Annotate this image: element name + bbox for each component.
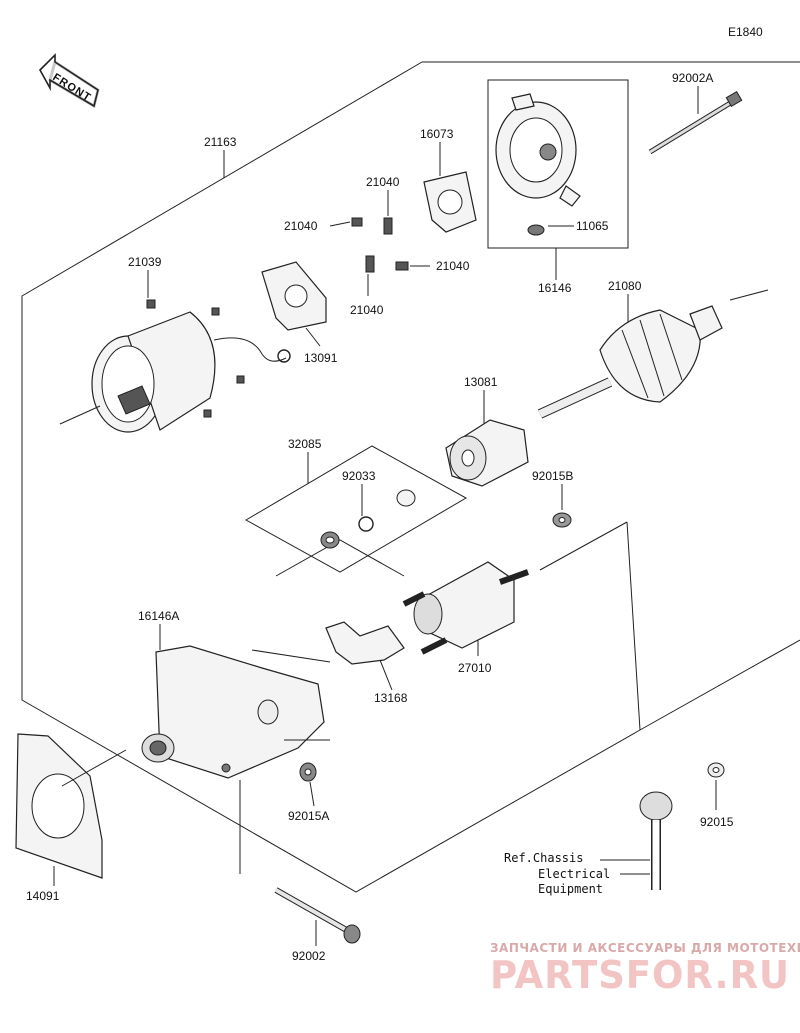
motor-yoke	[91, 299, 291, 433]
label-92002: 92002	[292, 949, 326, 963]
label-13081: 13081	[464, 375, 498, 389]
reference-line-2: Electrical	[538, 867, 610, 881]
label-21039: 21039	[128, 255, 162, 269]
brush-holder	[261, 261, 327, 331]
kit-small-parts	[320, 489, 416, 549]
label-21040-bottom: 21040	[350, 303, 384, 317]
end-cover	[495, 93, 581, 236]
label-92033: 92033	[342, 469, 376, 483]
label-21040-top: 21040	[366, 175, 400, 189]
watermark-tagline: ЗАПЧАСТИ И АКСЕССУАРЫ ДЛЯ МОТОТЕХНИКИ	[490, 941, 800, 955]
overrunning-clutch	[445, 419, 529, 487]
label-14091: 14091	[26, 889, 60, 903]
front-arrow-icon: FRONT	[39, 53, 100, 109]
nut-92015a	[299, 762, 317, 782]
label-21040-right: 21040	[436, 259, 470, 273]
reference-line-1: Ref.Chassis	[504, 851, 583, 865]
label-92015a: 92015A	[288, 809, 329, 823]
label-32085: 32085	[288, 437, 322, 451]
label-13091: 13091	[304, 351, 338, 365]
box-16146	[487, 79, 629, 249]
label-92015: 92015	[700, 815, 734, 829]
brush-plate	[423, 171, 477, 233]
label-21040-left: 21040	[284, 219, 318, 233]
solenoid	[402, 561, 530, 655]
diagram-code: E1840	[728, 25, 763, 39]
label-21080: 21080	[608, 279, 642, 293]
label-11065: 11065	[576, 219, 609, 233]
label-16146: 16146	[538, 281, 572, 295]
drive-housing	[141, 645, 325, 779]
nut-92015	[707, 762, 725, 778]
cover-14091	[15, 733, 103, 879]
terminal-cable	[639, 791, 673, 890]
label-92002a: 92002A	[672, 71, 713, 85]
long-bolt-top	[648, 90, 743, 155]
nut-92015b	[552, 512, 572, 528]
label-27010: 27010	[458, 661, 492, 675]
label-13168: 13168	[374, 691, 408, 705]
label-92015b: 92015B	[532, 469, 573, 483]
bolt-92002	[274, 887, 361, 944]
label-16146a: 16146A	[138, 609, 179, 623]
watermark-brand: PARTSFOR.RU	[490, 953, 790, 997]
label-21163: 21163	[204, 135, 237, 149]
reference-line-3: Equipment	[538, 882, 603, 896]
leader-lines	[53, 86, 769, 946]
box-32085	[244, 445, 468, 573]
shift-lever	[325, 621, 405, 665]
brush-springs	[351, 217, 409, 273]
armature	[537, 305, 723, 419]
label-16073: 16073	[420, 127, 454, 141]
